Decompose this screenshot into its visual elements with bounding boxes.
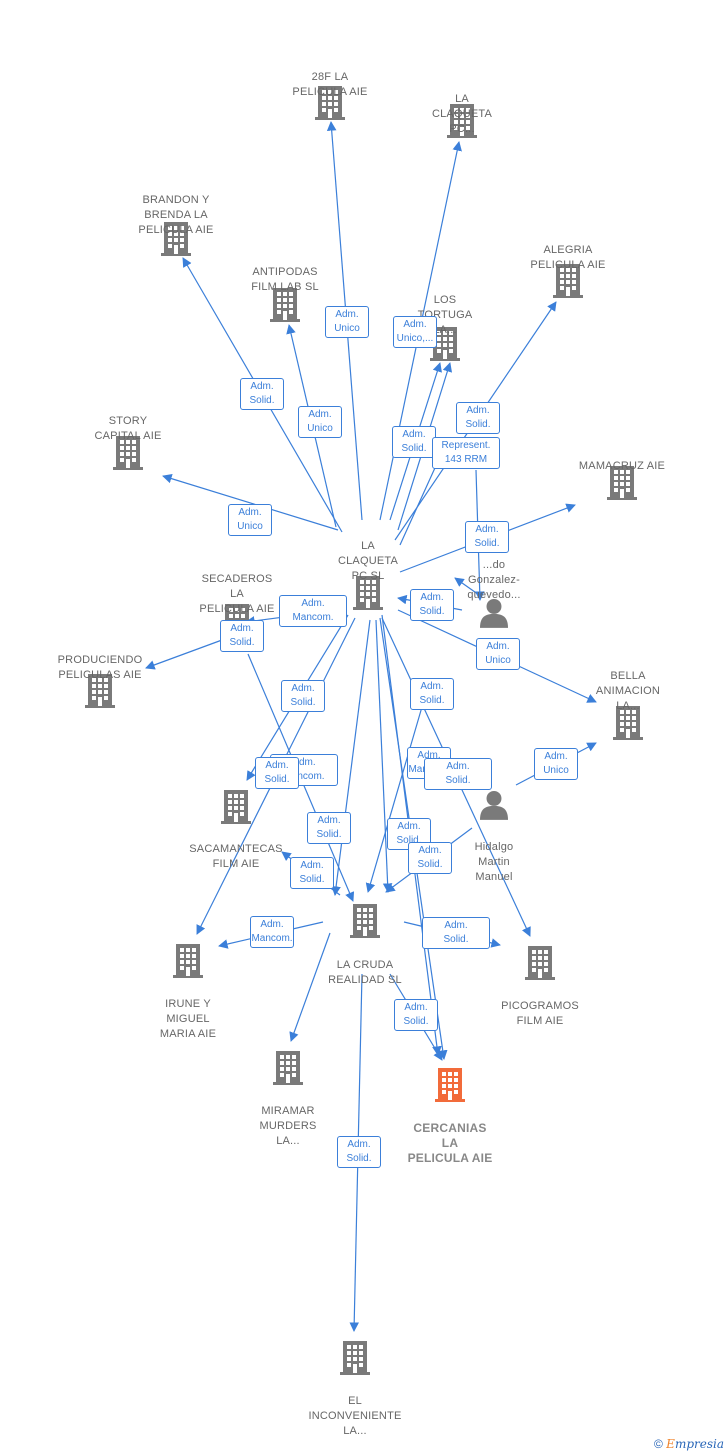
edge-role-label[interactable]: Adm. Solid. <box>422 917 490 949</box>
copyright-icon: © <box>653 1437 663 1451</box>
node-label-nclaqueta[interactable]: LA CLAQUETA PC SL <box>337 540 399 582</box>
building-icon[interactable] <box>435 1068 465 1102</box>
edge-role-label[interactable]: Adm. Solid. <box>410 589 454 621</box>
building-icon[interactable] <box>340 1341 370 1375</box>
relation-edge <box>365 699 425 893</box>
edge-role-label[interactable]: Adm. Unico <box>298 406 342 438</box>
edge-role-label[interactable]: Adm. Solid. <box>394 999 438 1031</box>
edge-role-label[interactable]: Adm. Mancom. <box>279 595 347 627</box>
edge-role-label[interactable]: Adm. Solid. <box>281 680 325 712</box>
empresia-footer[interactable]: © Empresia <box>654 1437 724 1451</box>
edge-role-label[interactable]: Adm. Solid. <box>220 620 264 652</box>
building-icon[interactable] <box>221 790 251 824</box>
building-icon[interactable] <box>525 946 555 980</box>
edge-role-label[interactable]: Adm. Solid. <box>290 857 334 889</box>
relation-edge <box>289 932 331 1042</box>
edge-role-label[interactable]: Adm. Solid. <box>465 521 509 553</box>
node-label-ncruda[interactable]: LA CRUDA REALIDAD SL <box>328 959 402 986</box>
edge-role-label[interactable]: Represent. 143 RRM <box>432 437 500 469</box>
edge-role-label[interactable]: Adm. Unico <box>325 306 369 338</box>
edge-role-label[interactable]: Adm. Solid. <box>307 812 351 844</box>
relation-edge <box>375 619 393 893</box>
person-icon[interactable] <box>480 791 508 820</box>
node-label-nsacamantecas[interactable]: SACAMANTECAS FILM AIE <box>189 843 283 870</box>
node-label-nsecaderos[interactable]: SECADEROS LA PELICULA AIE <box>199 573 275 615</box>
edge-role-label[interactable]: Adm. Unico,... <box>393 316 437 348</box>
relation-edge <box>162 473 339 531</box>
node-icon-layer <box>85 86 643 1375</box>
node-label-npicogramos[interactable]: PICOGRAMOS FILM AIE <box>501 1000 579 1027</box>
building-icon[interactable] <box>273 1051 303 1085</box>
edge-role-label[interactable]: Adm. Solid. <box>424 758 492 790</box>
edge-role-label[interactable]: Adm. Solid. <box>408 842 452 874</box>
edge-role-label[interactable]: Adm. Solid. <box>240 378 284 410</box>
node-label-nantipodas[interactable]: ANTIPODAS FILM LAB SL <box>251 266 319 293</box>
edge-role-label[interactable]: Adm. Mancom. <box>250 916 294 948</box>
node-label-ngonzalez[interactable]: ...do Gonzalez- quevedo... <box>467 559 521 601</box>
building-icon[interactable] <box>173 944 203 978</box>
node-label-nhidalgo[interactable]: Hidalgo Martin Manuel <box>474 841 514 883</box>
node-label-ninconveniente[interactable]: EL INCONVENIENTE LA... <box>308 1395 402 1437</box>
edge-role-label[interactable]: Adm. Unico <box>476 638 520 670</box>
node-label-nstory[interactable]: STORY CAPITAL AIE <box>94 415 162 442</box>
edge-role-label[interactable]: Adm. Unico <box>534 748 578 780</box>
node-label-nbella[interactable]: BELLA ANIMACION LA... <box>595 670 661 712</box>
empresia-logo-initial: E <box>666 1437 675 1451</box>
empresia-logo-text: mpresia <box>674 1437 724 1451</box>
edge-role-label[interactable]: Adm. Solid. <box>410 678 454 710</box>
node-label-nmiramar[interactable]: MIRAMAR MURDERS LA... <box>259 1105 317 1147</box>
node-label-nalegria[interactable]: ALEGRIA PELICULA AIE <box>530 244 606 271</box>
node-label-nbrandon[interactable]: BRANDON Y BRENDA LA PELICULA AIE <box>138 194 214 236</box>
person-icon[interactable] <box>480 599 508 628</box>
node-label-nmamacruz[interactable]: MAMACRUZ AIE <box>578 460 666 472</box>
node-label-nirune[interactable]: IRUNE Y MIGUEL MARIA AIE <box>159 998 217 1040</box>
node-label-n28f[interactable]: 28F LA PELICULA AIE <box>292 71 368 98</box>
edge-role-label[interactable]: Adm. Unico <box>228 504 272 536</box>
edge-role-label[interactable]: Adm. Solid. <box>456 402 500 434</box>
node-label-ncercanias[interactable]: CERCANIAS LA PELICULA AIE <box>407 1121 493 1165</box>
edge-role-label[interactable]: Adm. Solid. <box>337 1136 381 1168</box>
edge-role-label[interactable]: Adm. Solid. <box>255 757 299 789</box>
edge-role-label[interactable]: Adm. Solid. <box>392 426 436 458</box>
building-icon[interactable] <box>350 904 380 938</box>
node-label-nclaqpc[interactable]: LA CLAQUETA PC... <box>431 93 493 135</box>
node-label-nproduciendo[interactable]: PRODUCIENDO PELICULAS AIE <box>57 654 143 681</box>
relation-edge <box>145 639 223 670</box>
relation-edge <box>331 619 371 896</box>
